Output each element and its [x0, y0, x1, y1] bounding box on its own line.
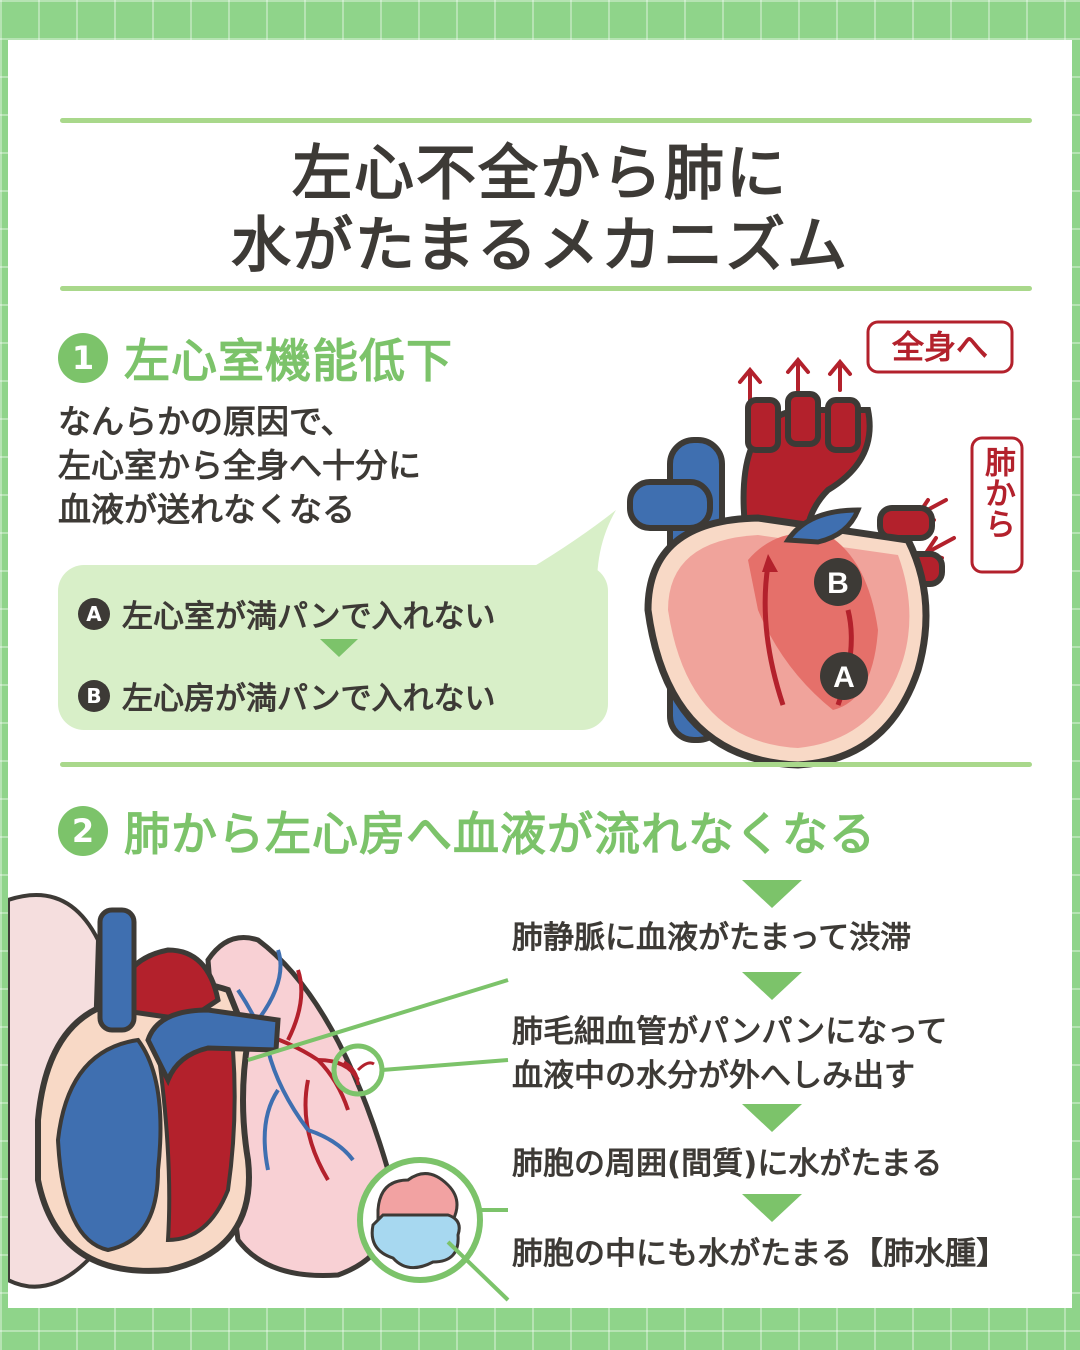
heart-diagram: B A — [627, 356, 956, 769]
step-2-line-1: 肺毛細血管がパンパンになって — [512, 1014, 948, 1050]
marker-b — [814, 558, 862, 606]
step-1: 肺静脈に血液がたまって渋滞 — [512, 920, 912, 956]
callout-lines — [247, 978, 510, 1302]
section1-heading: 1 左心室機能低下 — [58, 325, 453, 391]
section1-description: なんらかの原因で、 左心室から全身へ十分に 血液が送れなくなる — [58, 400, 421, 532]
description-line-1: なんらかの原因で、 — [58, 402, 354, 441]
vena-cava — [97, 907, 137, 1033]
section2-number: 2 — [58, 806, 108, 856]
section2-heading-text: 肺から左心房へ血液が流れなくなる — [124, 807, 876, 861]
bubble-line-b: B 左心房が満パンで入れない — [78, 673, 496, 718]
flow-arrow-1 — [742, 880, 802, 908]
description-line-2: 左心室から全身へ十分に — [58, 446, 421, 485]
section-divider — [60, 762, 1032, 767]
svg-text:B: B — [827, 567, 849, 600]
title-line-1: 左心不全から肺に — [292, 139, 788, 209]
heart-labels: 全身へ 肺から — [866, 320, 1024, 574]
bubble-text-a: 左心室が満パンで入れない — [122, 599, 496, 635]
section1-number: 1 — [58, 333, 108, 383]
svg-text:A: A — [833, 661, 855, 694]
cause-bubble: A 左心室が満パンで入れない B 左心房が満パンで入れない — [58, 565, 608, 730]
marker-a — [820, 652, 868, 700]
label-from-lung-box — [970, 436, 1024, 574]
description-line-3: 血液が送れなくなる — [58, 490, 355, 529]
flow-arrow-2 — [742, 972, 802, 1000]
section2-heading: 2 肺から左心房へ血液が流れなくなる — [58, 798, 876, 864]
label-from-lung: 肺から — [979, 446, 1016, 539]
bubble-arrow — [320, 639, 358, 657]
flow-arrow-4 — [742, 1194, 802, 1222]
pulmonary-trunk — [145, 1007, 281, 1087]
badge-a: A — [78, 597, 110, 630]
bubble-text-b: 左心房が満パンで入れない — [122, 681, 496, 717]
title-line-2: 水がたまるメカニズム — [230, 211, 850, 281]
step-4: 肺胞の中にも水がたまる【肺水腫】 — [512, 1236, 1008, 1272]
step-3: 肺胞の周囲(間質)に水がたまる — [512, 1146, 943, 1182]
lung-diagram — [8, 893, 510, 1302]
label-to-body-box — [866, 320, 1014, 374]
arrows-to-body — [738, 356, 852, 402]
flow-arrow-3 — [742, 1104, 802, 1132]
badge-b: B — [78, 679, 110, 712]
step-2-line-2: 血液中の水分が外へしみ出す — [512, 1058, 915, 1094]
title-divider — [60, 286, 1032, 291]
top-divider — [60, 118, 1032, 123]
section1-heading-text: 左心室機能低下 — [124, 334, 453, 388]
label-to-body: 全身へ — [891, 328, 988, 366]
infographic-card: 左心不全から肺に 水がたまるメカニズム 1 左心室機能低下 なんらかの原因で、 … — [8, 40, 1072, 1308]
right-ventricle — [55, 1037, 163, 1253]
bubble-line-a: A 左心室が満パンで入れない — [78, 591, 496, 636]
